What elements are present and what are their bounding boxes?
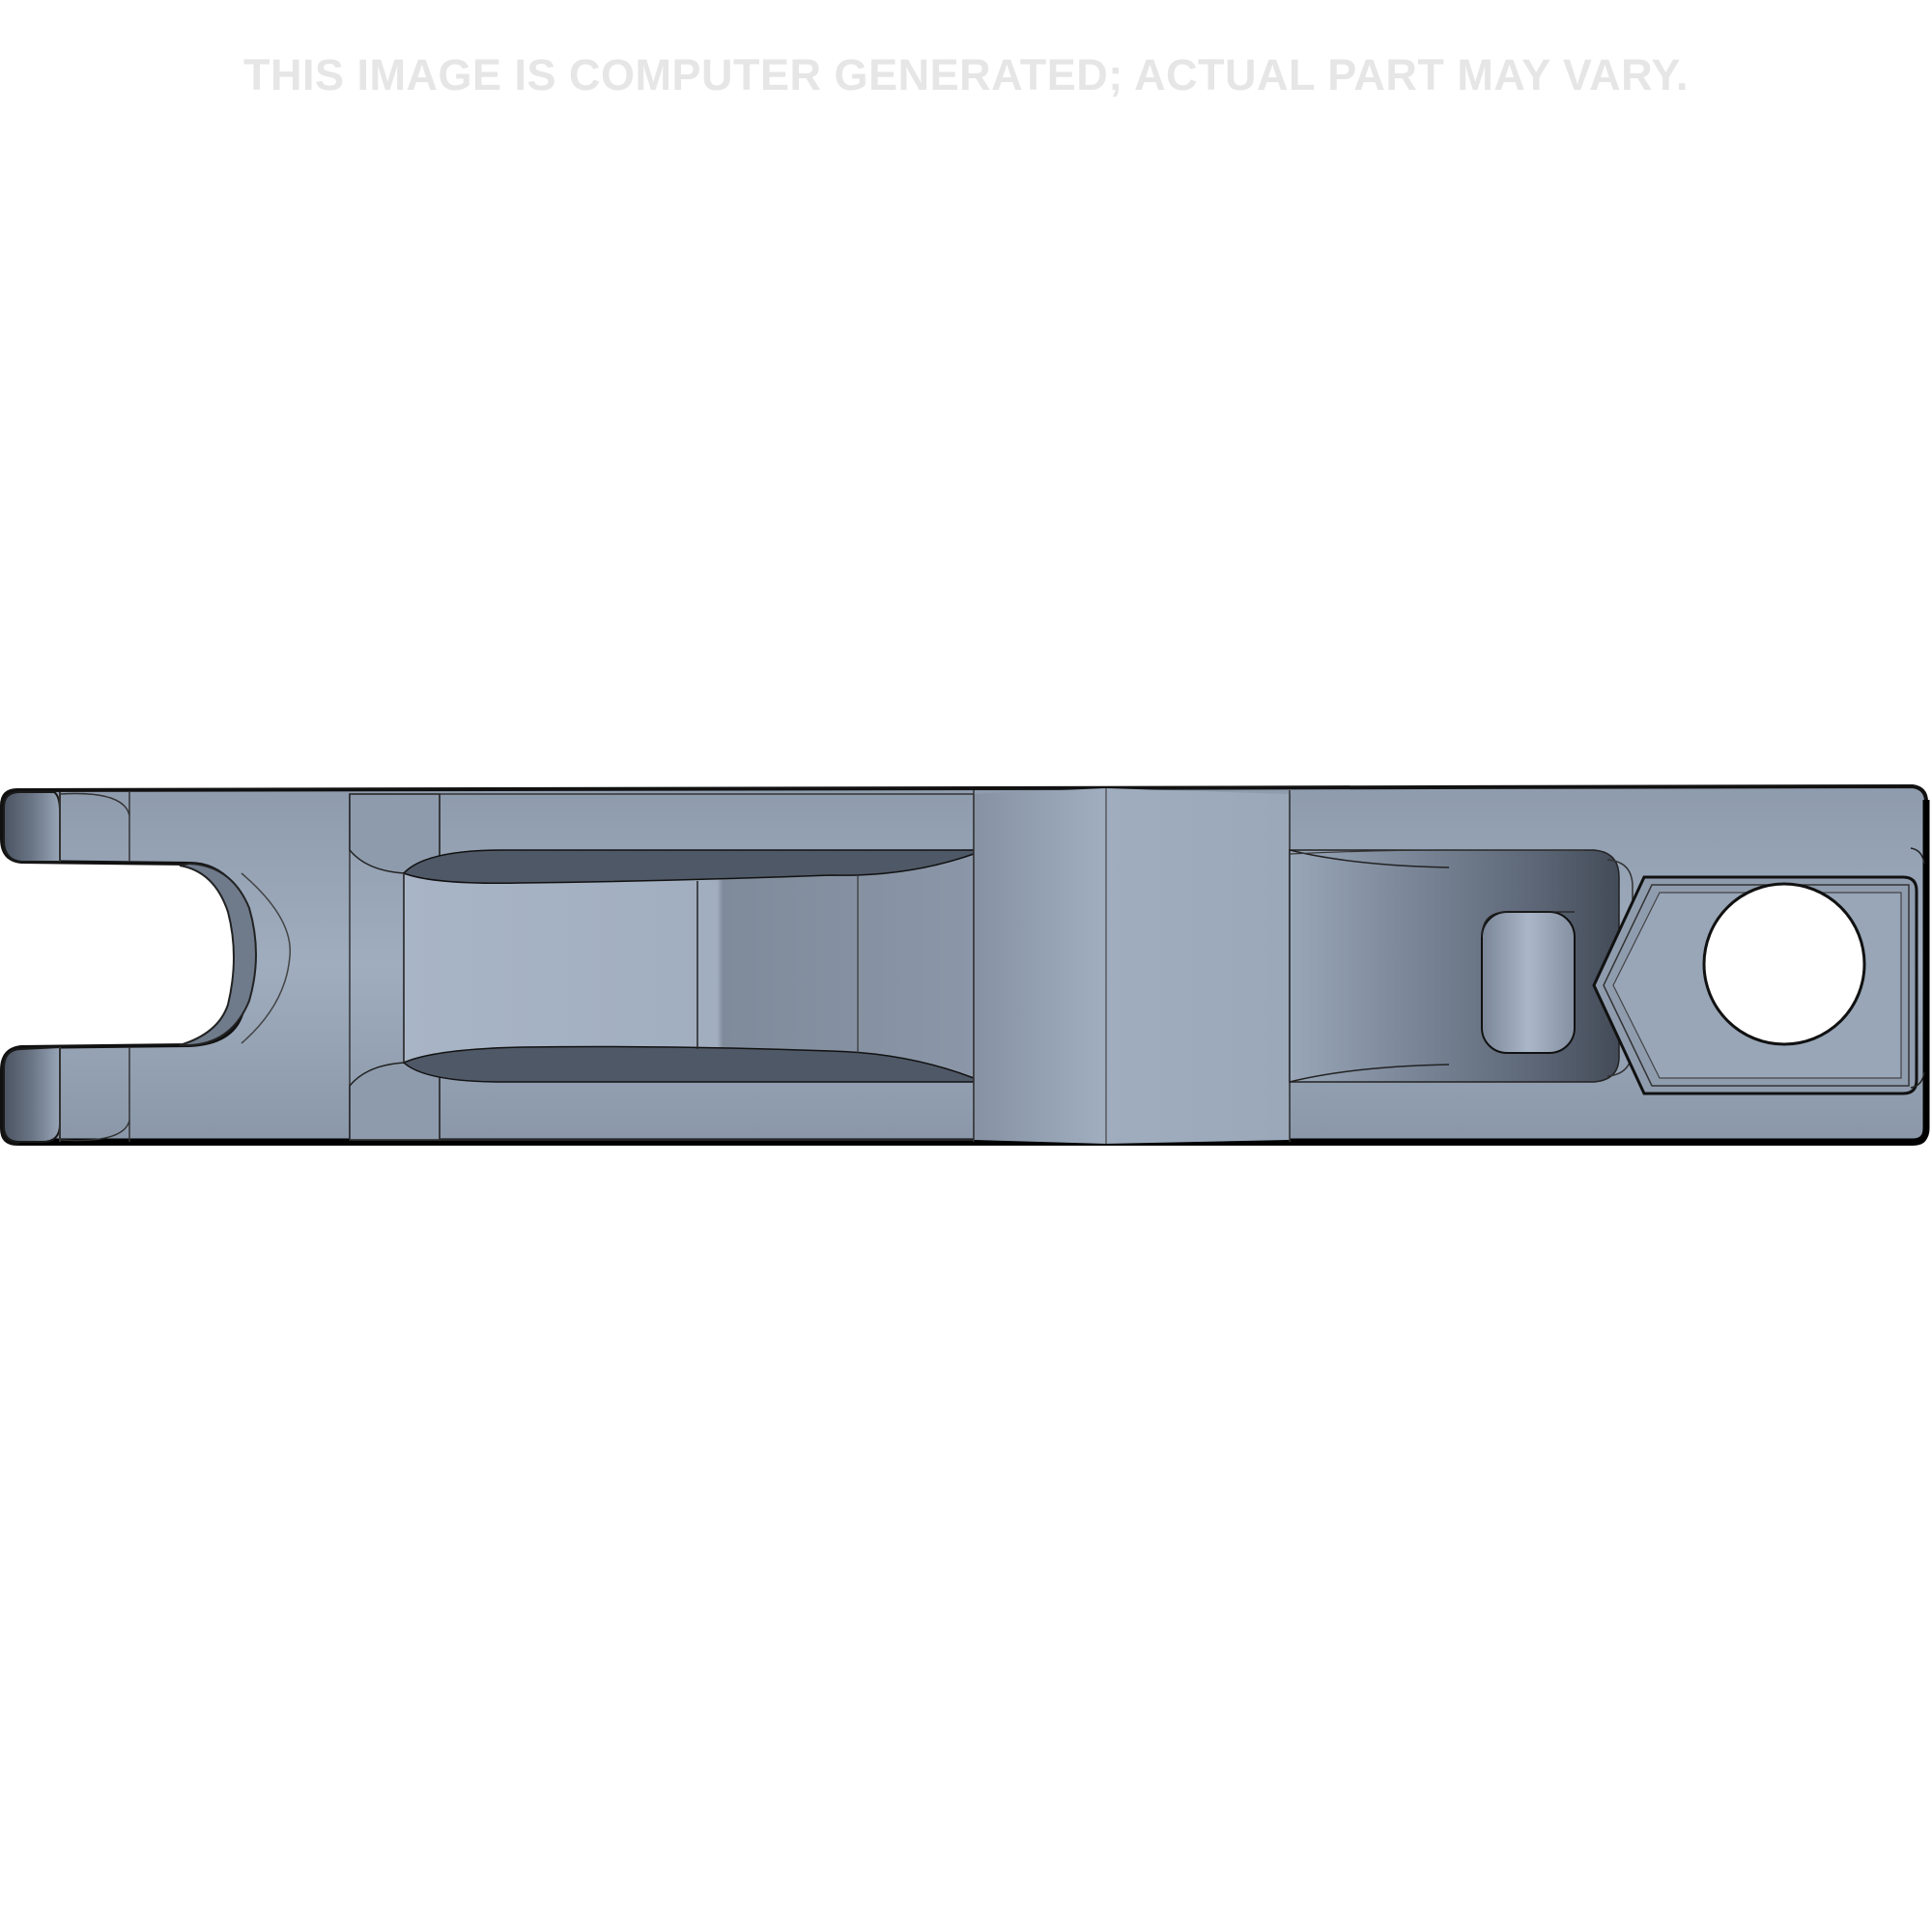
- left-pocket-top-rib: [349, 793, 440, 874]
- fork-notch-wall: [179, 862, 257, 1046]
- left-pocket: [403, 849, 975, 1079]
- left-pocket-top-lip: [402, 849, 975, 885]
- middle-face: [974, 788, 1290, 1144]
- upper-prong-face: [3, 791, 61, 863]
- mounting-hole: [1702, 882, 1866, 1046]
- left-pocket-bottom-lip: [402, 1045, 975, 1083]
- lower-prong-face: [3, 1045, 61, 1143]
- disclaimer-text: THIS IMAGE IS COMPUTER GENERATED; ACTUAL…: [243, 50, 1689, 99]
- left-pocket-bottom-rib: [349, 1062, 440, 1141]
- pocket-post: [1481, 911, 1576, 1054]
- body-bottom-edge: [19, 800, 1930, 1146]
